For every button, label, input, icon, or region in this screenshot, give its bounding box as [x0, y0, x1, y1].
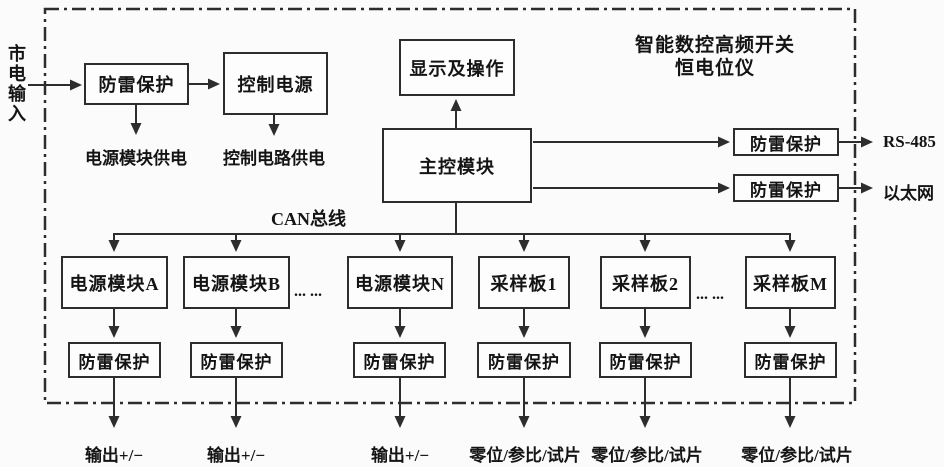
lightning-protection-rs485-box: 防雷保护	[733, 128, 839, 156]
output-col3-label: 输出+/−	[370, 446, 430, 465]
output-col6-label: 零位/参比/试片	[741, 446, 853, 465]
sampling-boards-ellipsis: ... ...	[696, 286, 724, 303]
output-col5-label: 零位/参比/试片	[591, 446, 703, 465]
main-control-box: 主控模块	[382, 128, 532, 203]
enclosure-dashed-border	[43, 7, 857, 405]
output-col4-label: 零位/参比/试片	[469, 446, 581, 465]
control-power-box: 控制电源	[223, 52, 328, 115]
can-bus-label: CAN总线	[271, 209, 346, 229]
ethernet-label: 以太网	[883, 184, 934, 203]
power-module-n-box: 电源模块N	[347, 256, 453, 309]
power-module-a-box: 电源模块A	[61, 256, 168, 309]
power-module-b-box: 电源模块B	[183, 256, 290, 309]
control-circuit-supply-label: 控制电路供电	[223, 149, 325, 168]
sampling-board-2-box: 采样板2	[600, 256, 691, 309]
lightning-protection-mains-box: 防雷保护	[84, 63, 189, 105]
diagram-title: 智能数控高频开关 恒电位仪	[612, 34, 818, 80]
lightning-protection-col2-box: 防雷保护	[190, 342, 283, 378]
display-operation-box: 显示及操作	[399, 39, 515, 96]
mains-input-label: 市电输入	[6, 44, 26, 124]
lightning-protection-col6-box: 防雷保护	[744, 342, 837, 378]
sampling-board-1-box: 采样板1	[478, 256, 570, 309]
power-module-supply-label: 电源模块供电	[85, 149, 187, 168]
sampling-board-m-box: 采样板M	[745, 256, 836, 309]
lightning-protection-col5-box: 防雷保护	[599, 342, 692, 378]
diagram-title-line2: 恒电位仪	[674, 58, 755, 79]
power-modules-ellipsis: ... ...	[294, 283, 322, 300]
lightning-protection-col4-box: 防雷保护	[477, 342, 571, 378]
output-col2-label: 输出+/−	[206, 446, 266, 465]
lightning-protection-ethernet-box: 防雷保护	[733, 174, 839, 202]
lightning-protection-col3-box: 防雷保护	[353, 342, 446, 378]
output-col1-label: 输出+/−	[84, 446, 144, 465]
lightning-protection-col1-box: 防雷保护	[68, 342, 161, 378]
diagram-title-line1: 智能数控高频开关	[634, 35, 795, 56]
rs485-label: RS-485	[883, 132, 936, 151]
